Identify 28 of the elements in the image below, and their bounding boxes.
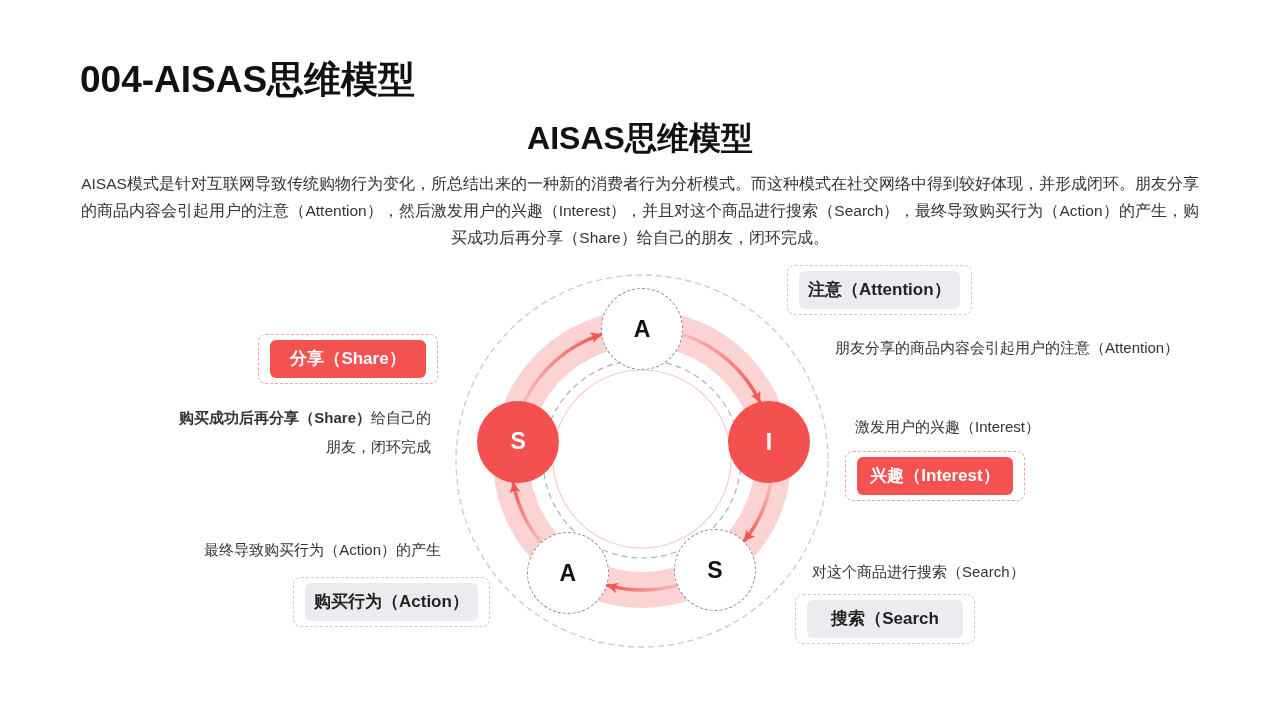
stage-tag: 搜索（Search [807, 600, 963, 638]
description-paragraph: AISAS模式是针对互联网导致传统购物行为变化，所总结出来的一种新的消费者行为分析模式。而这种模式在社交网络中得到较好体现，并形成闭环。朋友分享的商品内容会引起用户的注意（Attention），然后激发用户的兴趣（Interest），并且对这个商品进行搜索（Search），最终导致购买行为（Action）的产生，购买成功后再分享（Share）给自己的朋友，闭环完成。 [80, 174, 1200, 248]
step-circle: A [601, 288, 683, 370]
dashed-frame [845, 451, 1025, 501]
step-description: 最终导致购买行为（Action）的产生 [204, 540, 441, 560]
step-description: 购买成功后再分享（Share）给自己的朋友，闭环完成 [178, 408, 431, 457]
cycle-arrow [742, 482, 773, 543]
cycle-arrow [510, 481, 543, 544]
dashed-frame [787, 265, 972, 315]
step-circle: S [674, 529, 756, 612]
step-description: 朋友分享的商品内容会引起用户的注意（Attention） [835, 338, 1180, 358]
cycle-arrow [605, 582, 679, 593]
step-circle: A [526, 532, 609, 615]
step-circle: I [727, 401, 810, 484]
step-circle: S [477, 400, 560, 483]
stage-tag: 分享（Share） [270, 340, 426, 378]
step-description: 对这个商品进行搜索（Search） [812, 562, 1025, 582]
dashed-frame [258, 334, 438, 384]
step-description: 激发用户的兴趣（Interest） [855, 417, 1041, 437]
cycle-arrow [523, 332, 603, 403]
stage-tag: 注意（Attention） [799, 271, 960, 309]
stage-tag: 兴趣（Interest） [857, 457, 1013, 495]
dashed-frame [795, 594, 975, 644]
stage-tag: 购买行为（Action） [305, 583, 478, 621]
diagram-heading: AISAS思维模型 [527, 119, 753, 158]
cycle-arrow [681, 332, 762, 404]
slide-title: 004-AISAS思维模型 [80, 58, 416, 102]
dashed-frame [293, 577, 490, 627]
